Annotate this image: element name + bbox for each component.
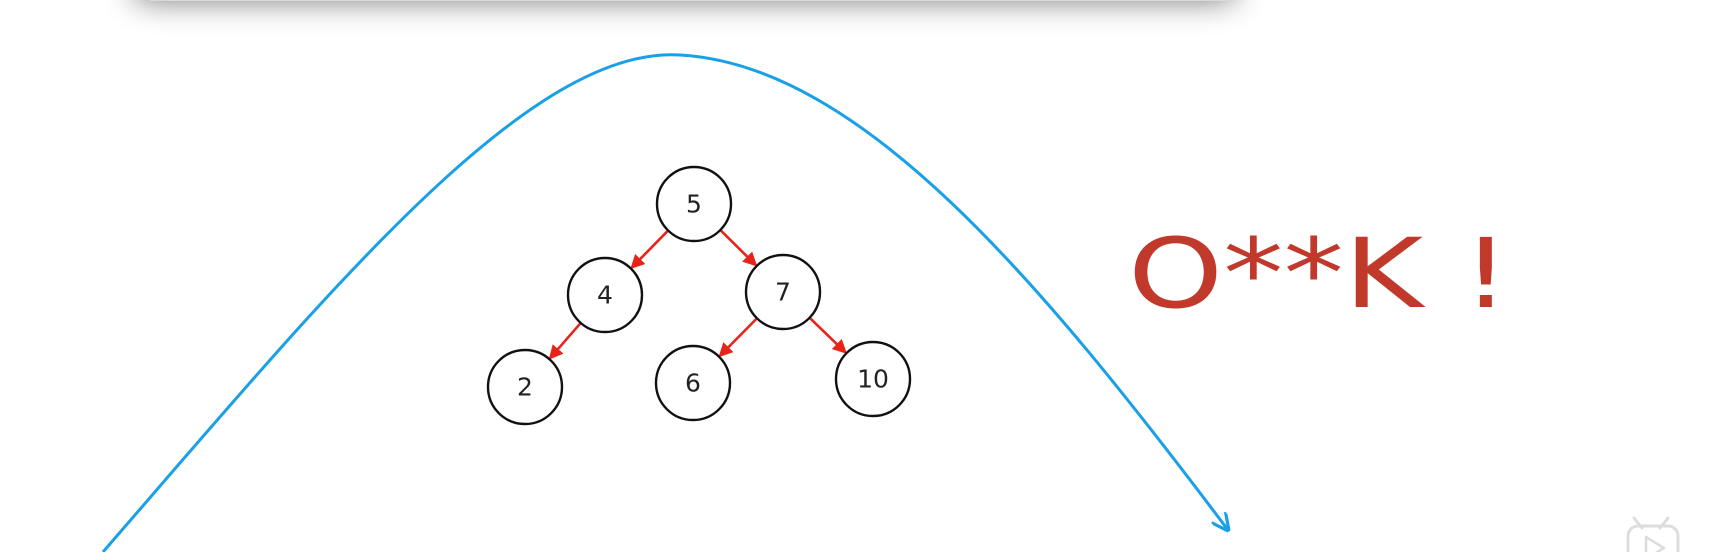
node-circle [834, 340, 912, 418]
node-circle [655, 165, 733, 243]
node-label: 7 [775, 278, 791, 307]
tree-nodes: 5 4 7 2 6 10 [486, 165, 912, 426]
node-circle [744, 253, 822, 331]
node-label: 6 [685, 369, 701, 398]
play-icon[interactable] [1626, 516, 1680, 552]
edge-7-to-6 [718, 318, 758, 358]
node-label: 5 [686, 190, 702, 219]
node-label: 10 [857, 365, 889, 394]
edge-5-to-7 [720, 229, 758, 267]
blue-arc-arrow [101, 53, 1228, 552]
tree-node-5: 5 [655, 165, 733, 243]
node-label: 4 [597, 281, 613, 310]
tree-node-7: 7 [744, 253, 822, 331]
top-card [150, 0, 1230, 1]
node-circle [654, 344, 732, 422]
edge-4-to-2 [548, 322, 582, 360]
tree-node-2: 2 [486, 348, 564, 426]
tree-edges [548, 229, 848, 360]
tree-node-4: 4 [566, 256, 644, 334]
exclamation-text: O**K ! [1128, 218, 1510, 330]
tree-node-6: 6 [654, 344, 732, 422]
edge-7-to-10 [809, 317, 848, 354]
node-circle [566, 256, 644, 334]
node-label: 2 [517, 373, 533, 402]
node-circle [486, 348, 564, 426]
edge-5-to-4 [630, 230, 669, 270]
tree-node-10: 10 [834, 340, 912, 418]
